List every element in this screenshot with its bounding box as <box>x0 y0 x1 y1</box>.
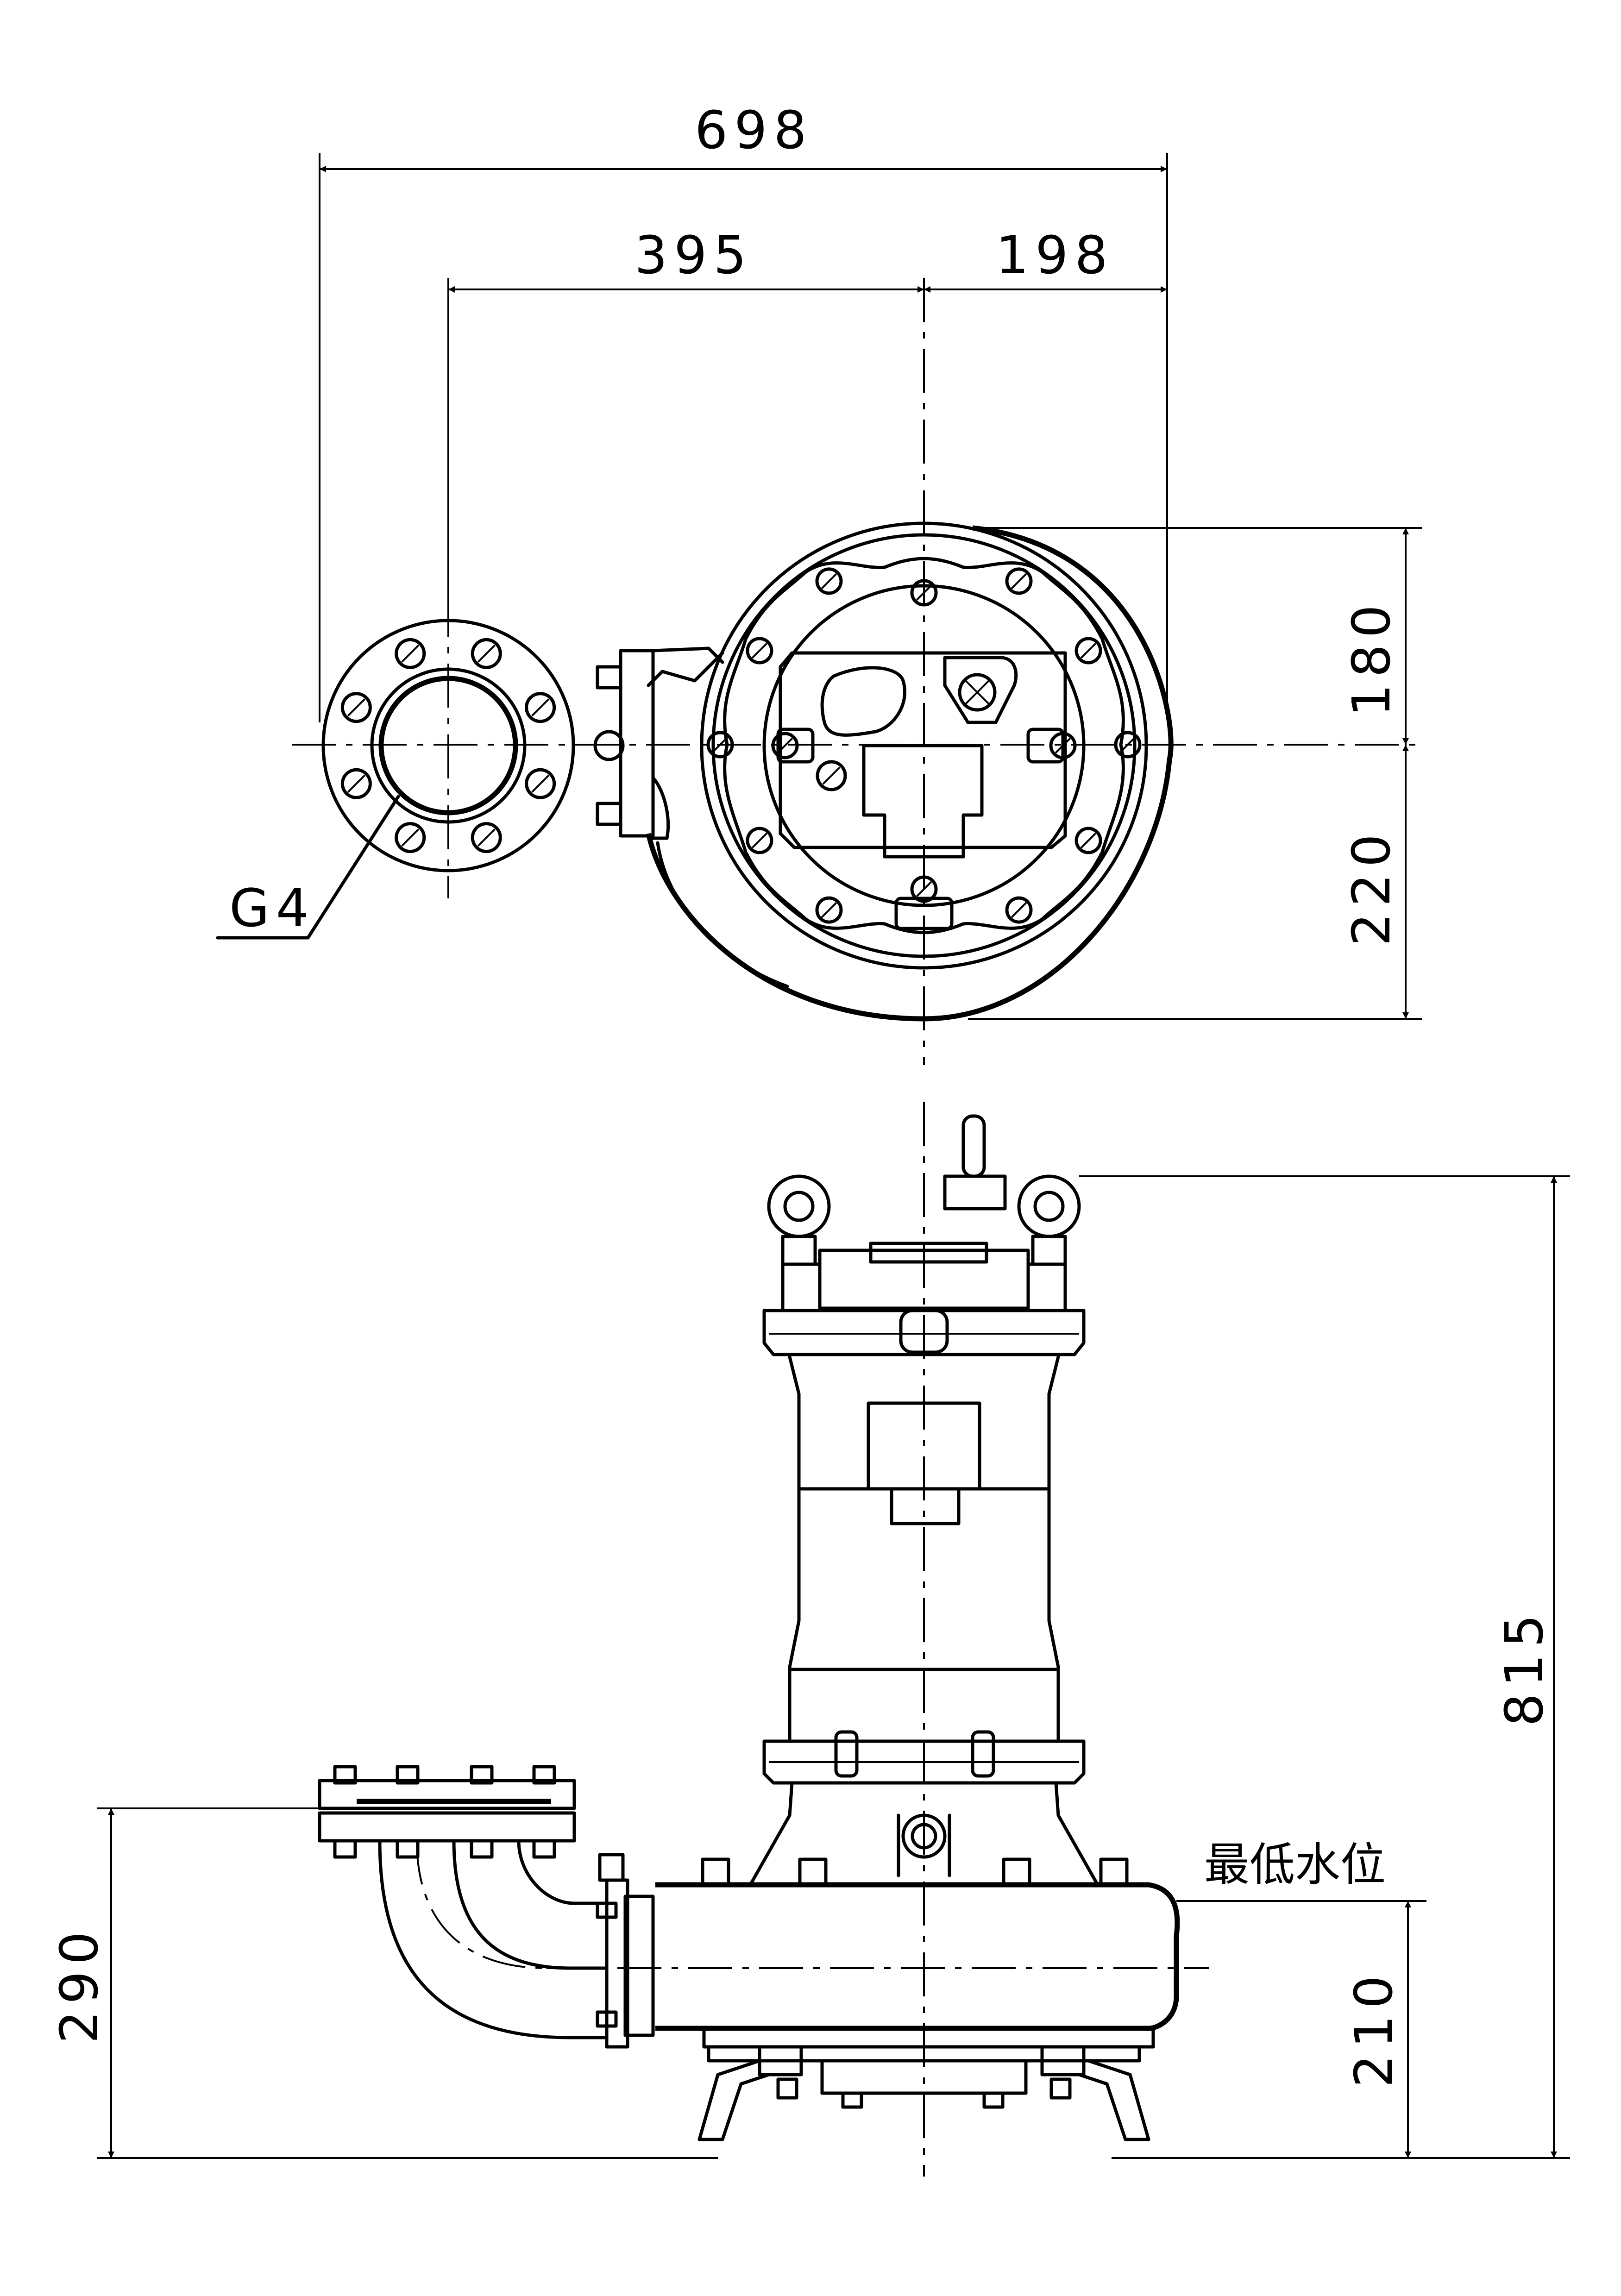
discharge-neck <box>593 646 724 840</box>
lifting-eyes <box>767 1114 1081 1266</box>
bolt-icon <box>771 732 799 759</box>
bolt-icon <box>1002 1857 1031 1887</box>
bolt-icon <box>396 1839 420 1859</box>
g4-callout-label: G4 <box>229 878 315 939</box>
bolt-icon <box>910 875 938 903</box>
bolt-icon <box>1074 637 1102 665</box>
dim-290-text: 290 <box>50 1925 110 2044</box>
dim-220-text: 220 <box>1342 828 1402 946</box>
bolt-icon <box>746 637 773 665</box>
bolt-icon <box>525 692 556 723</box>
bolt-icon <box>910 579 938 607</box>
side-view: 815 290 210 最低水位 <box>50 1102 1570 2177</box>
bolt-icon <box>1074 827 1102 854</box>
bolt-icon <box>340 692 372 723</box>
bolt-icon <box>1114 731 1142 759</box>
bolt-icon <box>395 638 426 669</box>
min-water-level-label: 最低水位 <box>1204 1838 1386 1891</box>
bolt-icon <box>746 827 773 854</box>
dim-815-text: 815 <box>1495 1608 1555 1726</box>
motor-cap <box>762 1242 1086 1356</box>
discharge-elbow <box>318 1765 609 2039</box>
casing-bolts <box>701 1857 1129 1887</box>
top-view: G4 698 395 198 180 220 <box>216 100 1422 1065</box>
bolt-icon <box>525 768 556 799</box>
dim-overall-width: 698 <box>319 100 1168 722</box>
base-stand <box>697 2045 1150 2141</box>
bolt-icon <box>471 638 502 669</box>
bolt-icon <box>471 822 502 853</box>
dim-min-water-level: 210 最低水位 <box>1176 1838 1426 2158</box>
bolt-icon <box>532 1839 556 1859</box>
dim-vertical-casing: 180 220 <box>968 527 1422 1020</box>
bolt-icon <box>815 896 843 924</box>
flange-bolts <box>340 638 556 853</box>
dim-overall-height: 815 <box>1079 1175 1570 2159</box>
dim-discharge-offsets: 395 198 <box>447 226 1167 616</box>
bolt-icon <box>798 1857 828 1887</box>
bolt-icon <box>706 731 734 759</box>
bolt-icon <box>1099 1857 1129 1887</box>
discharge-flange-top: G4 <box>216 619 575 940</box>
bolt-icon <box>701 1857 730 1887</box>
bolt-icon <box>396 1765 420 1785</box>
bolt-icon <box>816 760 847 791</box>
bolt-icon <box>1005 567 1033 595</box>
g4-leader-line <box>306 795 400 940</box>
bolt-icon <box>470 1765 494 1785</box>
bolt-icon <box>1005 896 1033 924</box>
dim-discharge-height: 290 <box>50 1807 718 2159</box>
bolt-icon <box>395 822 426 853</box>
dim-180-text: 180 <box>1342 598 1402 717</box>
motor-lower-flange <box>748 1730 1100 1887</box>
bolt-icon <box>340 768 372 799</box>
bolt-icon <box>1049 732 1077 759</box>
volute-side <box>596 1853 1180 2063</box>
volute-casing <box>646 521 1174 1022</box>
dim-210-text: 210 <box>1344 1969 1404 2088</box>
bolt-icon <box>532 1765 556 1785</box>
dim-698-text: 698 <box>695 100 813 161</box>
motor-flange-bolts <box>706 567 1142 924</box>
dim-395-text: 395 <box>635 226 753 286</box>
dim-198-text: 198 <box>996 226 1114 286</box>
bolt-icon <box>333 1765 357 1785</box>
bolt-icon <box>815 567 843 595</box>
bolt-icon <box>333 1839 357 1859</box>
elbow-flange-bolts <box>333 1765 556 1859</box>
bolt-icon <box>470 1839 494 1859</box>
